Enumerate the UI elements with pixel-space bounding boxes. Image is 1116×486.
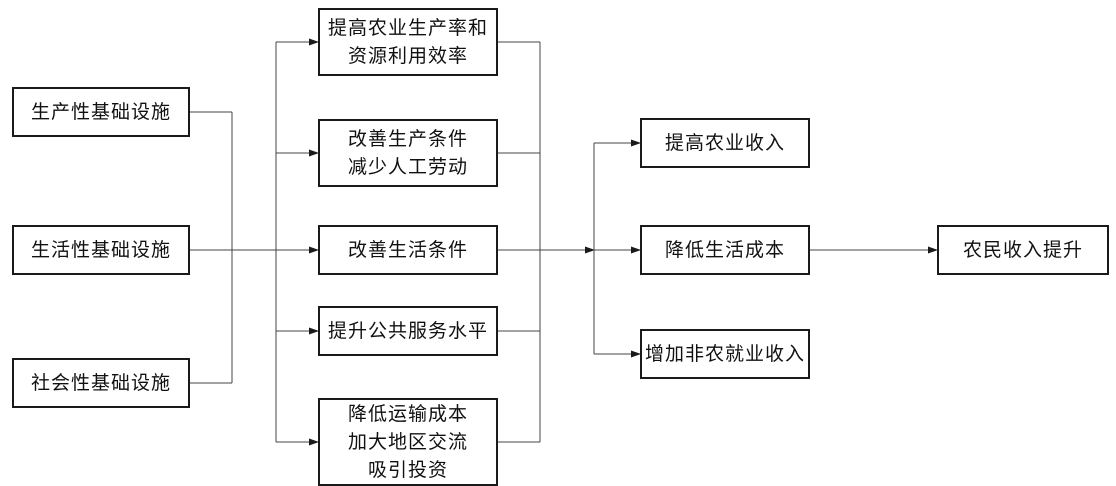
channel-label: 提升公共服务水平 xyxy=(327,320,488,342)
source-label: 生产性基础设施 xyxy=(30,101,171,123)
effect-box-living-costs: 降低生活成本 xyxy=(640,225,810,275)
channel-box-public-services: 提升公共服务水平 xyxy=(318,306,498,356)
source-box-social-infrastructure: 社会性基础设施 xyxy=(12,358,190,408)
effect-label: 提高农业收入 xyxy=(664,132,785,154)
channel-label: 降低运输成本 加大地区交流 吸引投资 xyxy=(347,403,468,481)
outcome-label: 农民收入提升 xyxy=(962,239,1083,261)
channel-label: 改善生产条件 减少人工劳动 xyxy=(347,128,468,178)
channel-box-production-conditions: 改善生产条件 减少人工劳动 xyxy=(318,119,498,187)
effect-label: 增加非农就业收入 xyxy=(644,343,805,365)
source-label: 社会性基础设施 xyxy=(30,372,171,394)
effect-label: 降低生活成本 xyxy=(664,239,785,261)
effect-box-nonfarm-income: 增加非农就业收入 xyxy=(640,329,810,379)
outcome-box-farmer-income: 农民收入提升 xyxy=(937,225,1109,275)
effect-box-agricultural-income: 提高农业收入 xyxy=(640,118,810,168)
channel-label: 提高农业生产率和 资源利用效率 xyxy=(327,17,488,67)
source-box-production-infrastructure: 生产性基础设施 xyxy=(12,87,190,137)
channel-box-productivity: 提高农业生产率和 资源利用效率 xyxy=(318,8,498,76)
channel-box-living-conditions: 改善生活条件 xyxy=(318,225,498,275)
source-box-living-infrastructure: 生活性基础设施 xyxy=(12,225,190,275)
source-label: 生活性基础设施 xyxy=(30,239,171,261)
channel-box-transport-costs: 降低运输成本 加大地区交流 吸引投资 xyxy=(318,398,498,486)
channel-label: 改善生活条件 xyxy=(347,239,468,261)
